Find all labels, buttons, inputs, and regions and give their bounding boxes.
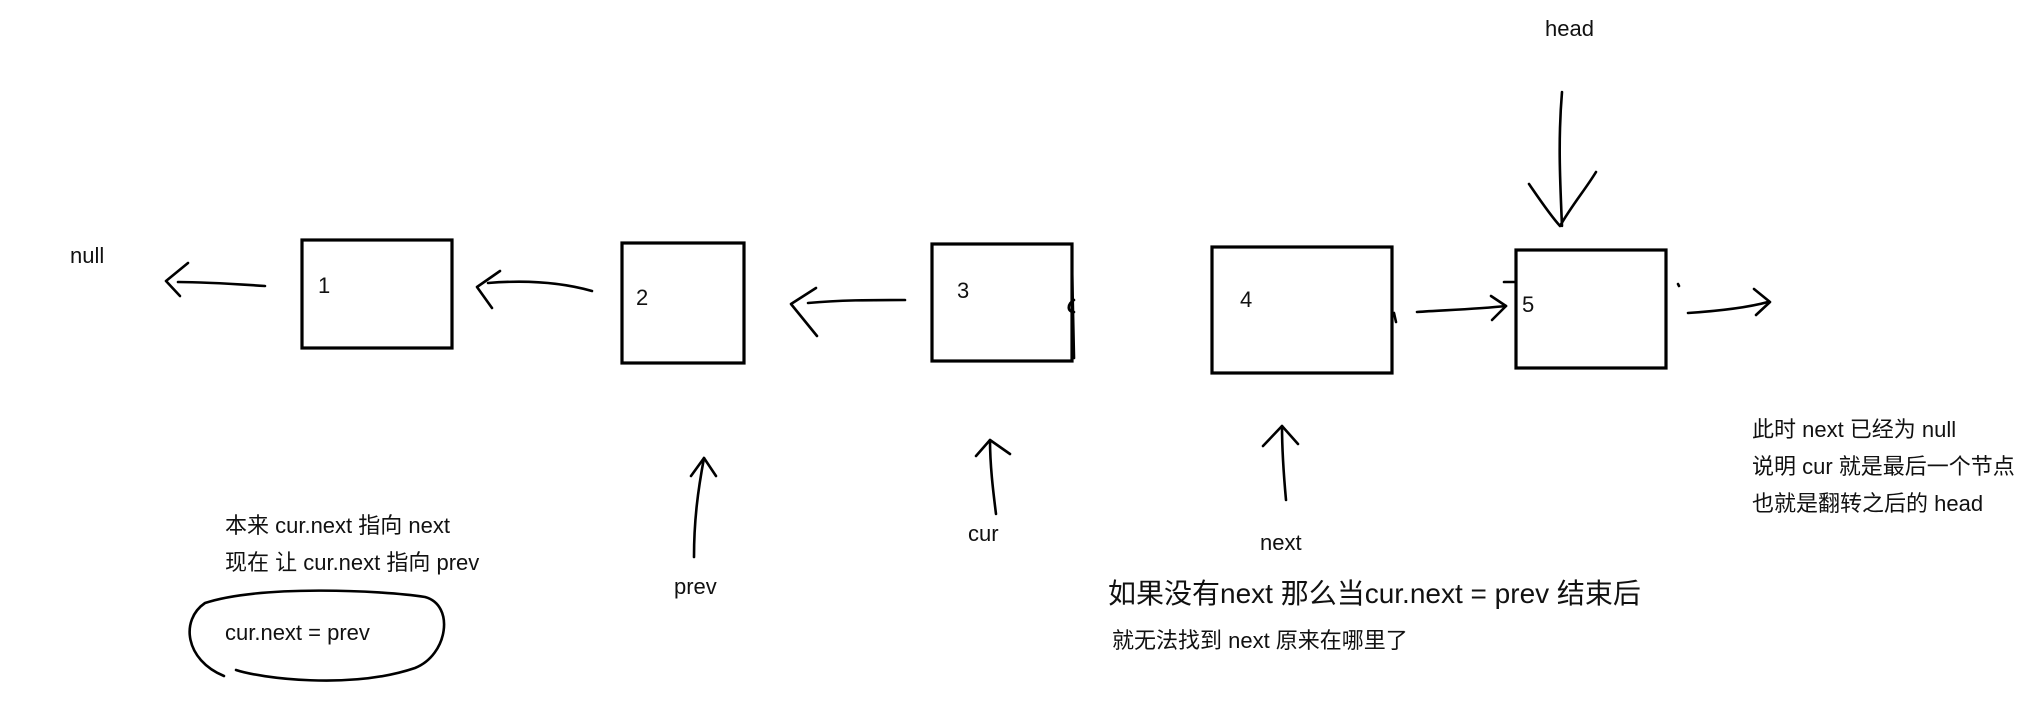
cur-pointer-arrow <box>974 438 1012 516</box>
arrow-node2-to-node1 <box>475 269 594 310</box>
node-label-3: 3 <box>957 278 969 303</box>
note-right-line1: 此时 next 已经为 null <box>1752 417 1956 442</box>
list-node-4: 4 <box>1210 245 1398 375</box>
prev-pointer-arrow <box>689 456 718 559</box>
list-node-2: 2 <box>620 241 746 365</box>
prev-label: prev <box>674 574 717 599</box>
node-label-2: 2 <box>636 285 648 310</box>
note-bottom-line2: 就无法找到 next 原来在哪里了 <box>1112 628 1408 653</box>
list-node-5: 5 <box>1502 248 1681 370</box>
note-bottom-line1: 如果没有next 那么当cur.next = prev 结束后 <box>1108 578 1641 609</box>
next-pointer-arrow <box>1261 424 1300 502</box>
note-left-line1: 本来 cur.next 指向 next <box>225 513 450 538</box>
node-label-4: 4 <box>1240 287 1252 312</box>
head-arrow <box>1527 90 1598 228</box>
null-label: null <box>70 243 104 268</box>
arrow-node3-to-node2 <box>789 286 907 338</box>
head-label: head <box>1545 16 1594 41</box>
arrow-node1-to-null <box>164 261 267 298</box>
list-node-3: 3 <box>930 242 1076 363</box>
cur-label: cur <box>968 521 999 546</box>
node-label-1: 1 <box>318 273 330 298</box>
note-right-line2: 说明 cur 就是最后一个节点 <box>1752 454 2015 479</box>
arrow-node5-to-null <box>1686 287 1772 317</box>
circled-code-text: cur.next = prev <box>225 620 370 645</box>
list-node-1: 1 <box>300 238 454 350</box>
next-label: next <box>1260 530 1302 555</box>
circled-code-note: cur.next = prev <box>188 589 446 682</box>
node-label-5: 5 <box>1522 292 1534 317</box>
arrow-node4-to-node5 <box>1415 294 1508 322</box>
note-left-line2: 现在 让 cur.next 指向 prev <box>225 550 479 575</box>
note-right-line3: 也就是翻转之后的 head <box>1752 491 1983 516</box>
